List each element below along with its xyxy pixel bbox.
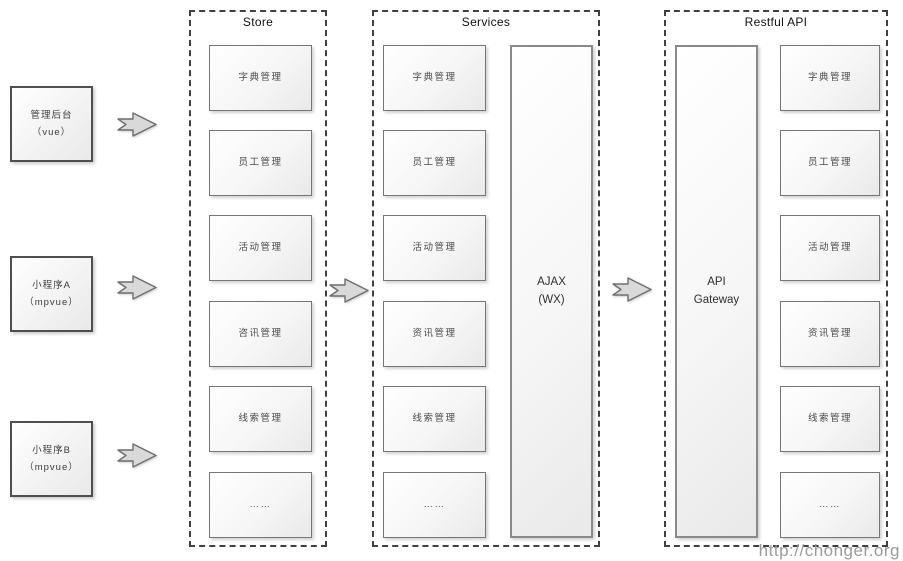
api-module-box: 字典管理 [780,45,880,111]
api-module-box: 员工管理 [780,130,880,196]
api-gateway-label-line2: Gateway [693,293,740,306]
flow-arrow-icon [117,442,158,469]
flow-arrow-icon [329,277,370,304]
api-module-box: …… [780,472,880,538]
group-restful-api: Restful API API Gateway 字典管理 员工管理 活动管理 资… [664,10,888,547]
service-module-box: …… [383,472,486,538]
api-module-box: 资讯管理 [780,301,880,367]
flow-arrow-icon [117,274,158,301]
client-label-line2: （mpvue） [24,462,79,473]
group-title-store: Store [242,15,274,29]
ajax-label-line2: (WX) [538,293,565,306]
api-module-box: 线索管理 [780,386,880,452]
store-module-box: 线索管理 [209,386,312,452]
client-box-miniprogram-a: 小程序A （mpvue） [10,256,93,332]
client-label-line2: （vue） [31,127,72,138]
flow-arrow-icon [612,276,653,303]
client-box-admin-backend: 管理后台 （vue） [10,86,93,162]
store-module-box: …… [209,472,312,538]
group-services: Services 字典管理 员工管理 活动管理 资讯管理 线索管理 …… AJA… [372,10,600,547]
store-module-box: 咨讯管理 [209,301,312,367]
client-label-line1: 管理后台 [30,109,73,121]
client-label-line1: 小程序A [32,279,71,291]
service-module-box: 资讯管理 [383,301,486,367]
store-module-box: 员工管理 [209,130,312,196]
api-gateway-box: API Gateway [675,45,758,538]
service-module-box: 线索管理 [383,386,486,452]
client-box-miniprogram-b: 小程序B （mpvue） [10,421,93,497]
service-module-box: 字典管理 [383,45,486,111]
watermark-url: http://chonger.org [758,541,900,560]
api-module-box: 活动管理 [780,215,880,281]
ajax-wx-box: AJAX (WX) [510,45,593,538]
flow-arrow-icon [117,111,158,138]
ajax-label-line1: AJAX [537,275,566,288]
store-module-box: 字典管理 [209,45,312,111]
group-store: Store 字典管理 员工管理 活动管理 咨讯管理 线索管理 …… [189,10,327,547]
client-label-line2: （mpvue） [24,297,79,308]
api-gateway-label-line1: API [707,275,726,288]
service-module-box: 员工管理 [383,130,486,196]
service-module-box: 活动管理 [383,215,486,281]
group-title-services: Services [461,15,511,29]
client-label-line1: 小程序B [32,444,71,456]
store-module-box: 活动管理 [209,215,312,281]
group-title-restful-api: Restful API [744,15,808,29]
